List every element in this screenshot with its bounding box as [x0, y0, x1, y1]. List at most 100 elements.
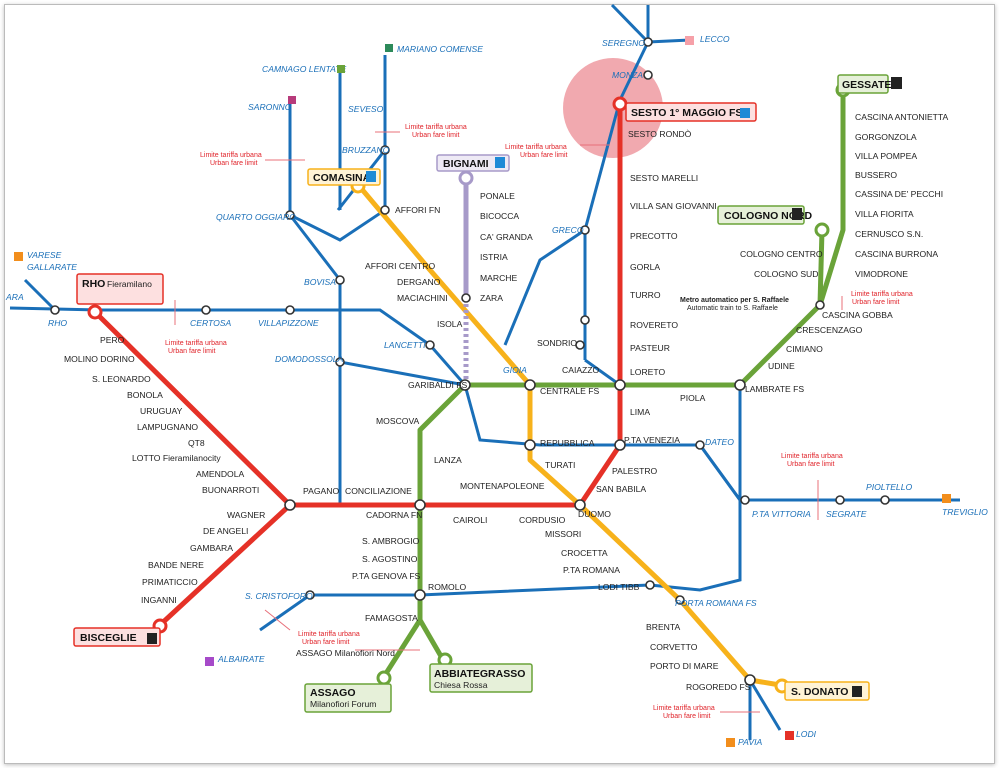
label-inganni: INGANNI: [141, 595, 177, 605]
label-turati: TURATI: [545, 460, 575, 470]
label-camnago: CAMNAGO LENTATE: [262, 64, 346, 74]
label-bussero: BUSSERO: [855, 170, 897, 180]
label-limite-5: Limite tariffa urbana: [851, 291, 913, 298]
suburban-lines: [9, 3, 960, 740]
train-icon: [205, 657, 214, 666]
label-palestro: PALESTRO: [612, 466, 658, 476]
label-pioltello: PIOLTELLO: [866, 482, 912, 492]
label-lanza: LANZA: [434, 455, 462, 465]
label-crescenzago: CRESCENZAGO: [796, 325, 863, 335]
label-limite-5-en: Urban fare limit: [852, 299, 900, 306]
label-cordusio: CORDUSIO: [519, 515, 566, 525]
label-romolo: ROMOLO: [428, 582, 467, 592]
train-icon: [14, 252, 23, 261]
label-limite-7: Limite tariffa urbana: [781, 453, 843, 460]
label-lodi: LODI: [796, 729, 817, 739]
parking-icon: [852, 686, 862, 697]
label-lampugnano: LAMPUGNANO: [137, 422, 198, 432]
label-villa-s-giovanni: VILLA SAN GIOVANNI: [630, 201, 717, 211]
label-limite-6-en: Urban fare limit: [663, 713, 711, 720]
accessible-icon: [366, 171, 376, 182]
label-cologno-sud: COLOGNO SUD: [754, 269, 818, 279]
label-sesto-marelli: SESTO MARELLI: [630, 173, 698, 183]
label-limite-3-en: Urban fare limit: [520, 152, 568, 159]
label-lotto: LOTTO Fieramilanocity: [132, 453, 221, 463]
label-bande-nere: BANDE NERE: [148, 560, 204, 570]
label-gorgonzola: GORGONZOLA: [855, 132, 917, 142]
label-affori-centro: AFFORI CENTRO: [365, 261, 435, 271]
terminus-boxes: [73, 74, 889, 713]
label-garibaldi: GARIBALDI FS: [408, 380, 467, 390]
label-repubblica: REPUBBLICA: [540, 438, 595, 448]
label-limite-4: Limite tariffa urbana: [165, 340, 227, 347]
label-metro-auto-en: Automatic train to S. Raffaele: [687, 305, 778, 312]
label-famagosta: FAMAGOSTA: [365, 613, 418, 623]
label-brenta: BRENTA: [646, 622, 680, 632]
train-icon: [337, 65, 345, 73]
label-cascina-burrona: CASCINA BURRONA: [855, 249, 938, 259]
label-limite-8-en: Urban fare limit: [302, 639, 350, 646]
label-lambrate: LAMBRATE FS: [745, 384, 804, 394]
label-abbiategrasso-2: Chiesa Rossa: [434, 680, 488, 690]
label-varese: VARESE: [27, 250, 62, 260]
label-affori-fn: AFFORI FN: [395, 205, 440, 215]
parking-icon: [891, 77, 902, 89]
label-bisceglie: BISCEGLIE: [80, 632, 137, 644]
label-moscova: MOSCOVA: [376, 416, 420, 426]
train-icon: [942, 494, 951, 503]
label-bignami: BIGNAMI: [443, 158, 489, 170]
label-udine: UDINE: [768, 361, 795, 371]
label-pero: PERO: [100, 335, 125, 345]
station-labels: SEREGNO LECCO MONZA MARIANO COMENSE CAMN…: [5, 34, 988, 747]
label-rho-fiera: RHO: [82, 278, 105, 290]
label-dateo: DATEO: [705, 437, 734, 447]
label-zara: ZARA: [480, 293, 503, 303]
label-amendola: AMENDOLA: [196, 469, 244, 479]
train-icon: [726, 738, 735, 747]
label-gallarate: GALLARATE: [27, 262, 77, 272]
label-maciachini: MACIACHINI: [397, 293, 448, 303]
label-pta-genova: P.TA GENOVA FS: [352, 571, 421, 581]
parking-icon: [147, 633, 157, 644]
label-marche: MARCHE: [480, 273, 518, 283]
label-cairoli: CAIROLI: [453, 515, 487, 525]
line-m3: [358, 185, 781, 688]
label-molino-dorino: MOLINO DORINO: [64, 354, 135, 364]
label-lodi-tibb: LODI TIBB: [598, 582, 640, 592]
label-turro: TURRO: [630, 290, 661, 300]
label-pta-venezia: P.TA VENEZIA: [624, 435, 680, 445]
fare-limit-marks: [174, 131, 843, 713]
label-limite-1-en: Urban fare limit: [412, 132, 460, 139]
label-assago-nord: ASSAGO Milanofiori Nord: [296, 648, 395, 658]
label-vimodrone: VIMODRONE: [855, 269, 908, 279]
line-m2: [382, 88, 846, 677]
label-duomo: DUOMO: [578, 509, 611, 519]
stations: [50, 37, 890, 686]
train-icon: [288, 96, 296, 104]
label-limite-2: Limite tariffa urbana: [200, 152, 262, 159]
label-ca-granda: CA' GRANDA: [480, 232, 533, 242]
label-rovereto: ROVERETO: [630, 320, 678, 330]
label-corvetto: CORVETTO: [650, 642, 698, 652]
label-uruguay: URUGUAY: [140, 406, 183, 416]
label-limite-2-en: Urban fare limit: [210, 160, 258, 167]
label-gioia: GIOIA: [503, 365, 527, 375]
train-icon: [785, 731, 794, 740]
label-sesto-rondo: SESTO RONDÒ: [628, 129, 692, 139]
label-gessate: GESSATE: [842, 79, 891, 91]
service-icons: [14, 36, 951, 747]
label-assago-forum: ASSAGO: [310, 687, 356, 699]
label-domodossola: DOMODOSSOLA: [275, 354, 344, 364]
label-rogoredo: ROGOREDO FS: [686, 682, 751, 692]
label-cologno-centro: COLOGNO CENTRO: [740, 249, 823, 259]
label-assago-forum-2: Milanofiori Forum: [310, 699, 376, 709]
label-buonarroti: BUONARROTI: [202, 485, 259, 495]
label-lecco: LECCO: [700, 34, 730, 44]
label-pta-vittoria: P.TA VITTORIA: [752, 509, 811, 519]
label-limite-1: Limite tariffa urbana: [405, 124, 467, 131]
accessible-icon: [495, 157, 505, 168]
label-precotto: PRECOTTO: [630, 231, 678, 241]
label-villa-pompea: VILLA POMPEA: [855, 151, 917, 161]
label-pta-romana: P.TA ROMANA: [563, 565, 620, 575]
